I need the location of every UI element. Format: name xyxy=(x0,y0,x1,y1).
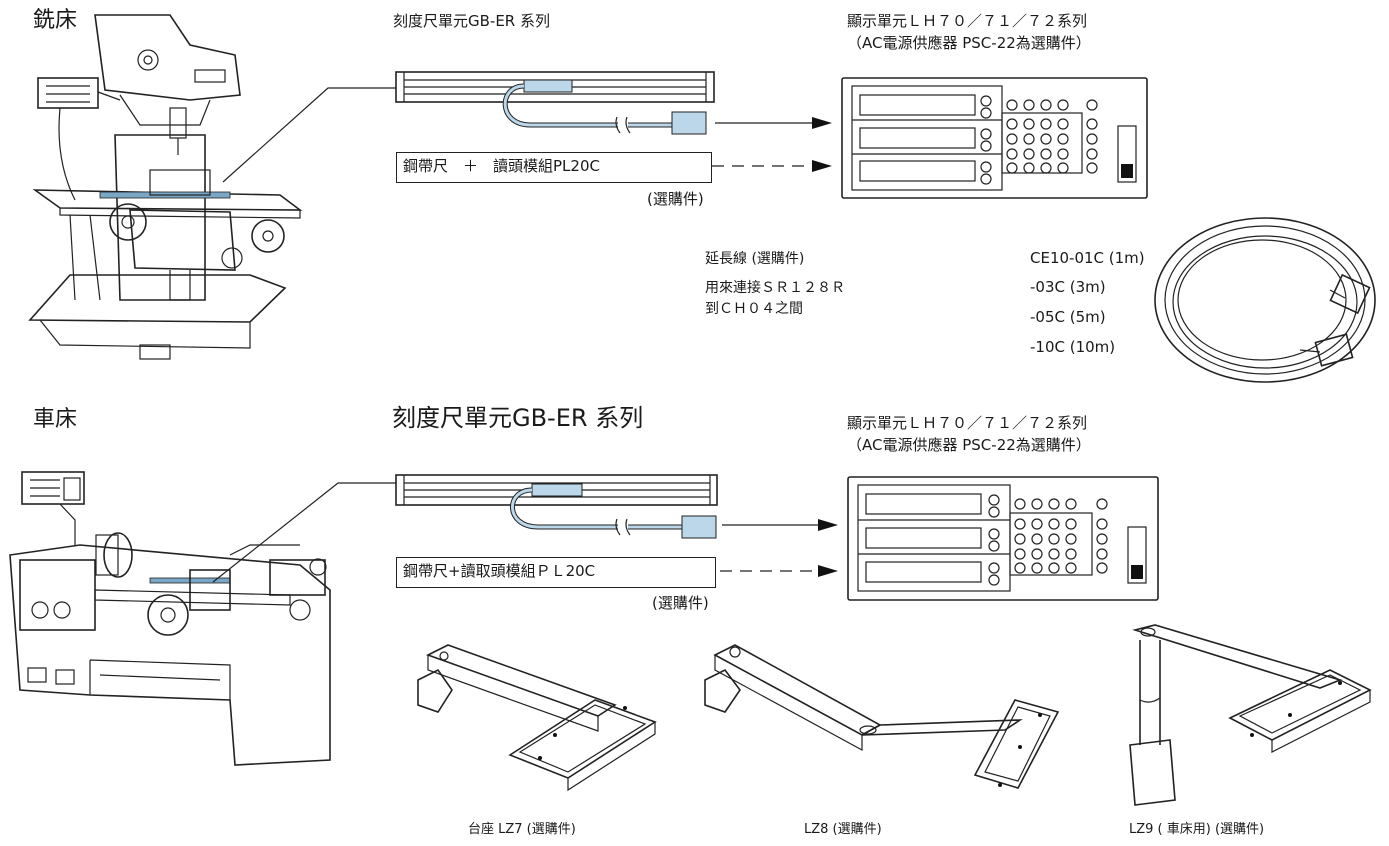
stand-lz7-illustration xyxy=(417,644,657,792)
mill-scale-unit-illustration xyxy=(395,71,715,135)
mill-optional-label: (選購件) xyxy=(647,190,704,208)
mill-tape-box: 鋼帶尺 ＋ 讀頭模組PL20C xyxy=(396,152,712,183)
stand-lz9-label: LZ9 ( 車床用) (選購件) xyxy=(1129,822,1265,837)
extension-line1: 延長線 (選購件) xyxy=(705,251,805,267)
stand-lz7-label: 台座 LZ7 (選購件) xyxy=(468,822,576,837)
stand-lz8-label: LZ8 (選購件) xyxy=(804,822,882,837)
lathe-optional-label: (選購件) xyxy=(652,594,709,612)
extension-model-3: -05C (5m) xyxy=(1030,308,1106,326)
lathe-scale-unit-illustration xyxy=(395,474,718,539)
extension-cable-illustration xyxy=(1154,217,1376,383)
lathe-title: 車床 xyxy=(33,407,78,432)
extension-model-4: -10C (10m) xyxy=(1030,338,1116,356)
lathe-tape-label: 鋼帶尺+讀取頭模組ＰＬ20C xyxy=(403,562,596,580)
lathe-scale-title: 刻度尺單元GB-ER 系列 xyxy=(392,404,644,432)
mill-leader-line xyxy=(222,87,396,183)
extension-line3: 到ＣＨ０４之間 xyxy=(705,301,803,317)
mill-display-title-2: （AC電源供應器 PSC-22為選購件） xyxy=(847,34,1091,52)
mill-display-title-1: 顯示單元ＬＨ７０／７１／７２系列 xyxy=(847,12,1088,30)
stand-lz8-illustration xyxy=(704,644,1060,789)
lathe-tape-box: 鋼帶尺+讀取頭模組ＰＬ20C xyxy=(396,557,716,588)
extension-model-1: CE10-01C (1m) xyxy=(1030,249,1145,267)
stand-lz9-illustration xyxy=(1129,624,1372,806)
lathe-illustration xyxy=(9,471,331,766)
lathe-display-title-1: 顯示單元ＬＨ７０／７１／７２系列 xyxy=(847,414,1088,432)
extension-model-2: -03C (3m) xyxy=(1030,278,1106,296)
mill-scale-title: 刻度尺單元GB-ER 系列 xyxy=(393,12,550,30)
mill-display-unit-illustration xyxy=(841,77,1148,199)
mill-tape-label: 鋼帶尺 ＋ 讀頭模組PL20C xyxy=(403,157,600,175)
lathe-display-unit-illustration xyxy=(847,476,1159,601)
lathe-display-title-2: （AC電源供應器 PSC-22為選購件） xyxy=(847,436,1091,454)
lathe-leader-line xyxy=(212,482,396,583)
milling-machine-illustration xyxy=(28,14,303,360)
mill-title: 銑床 xyxy=(33,8,78,33)
extension-line2: 用來連接ＳＲ１２８Ｒ xyxy=(705,280,845,296)
